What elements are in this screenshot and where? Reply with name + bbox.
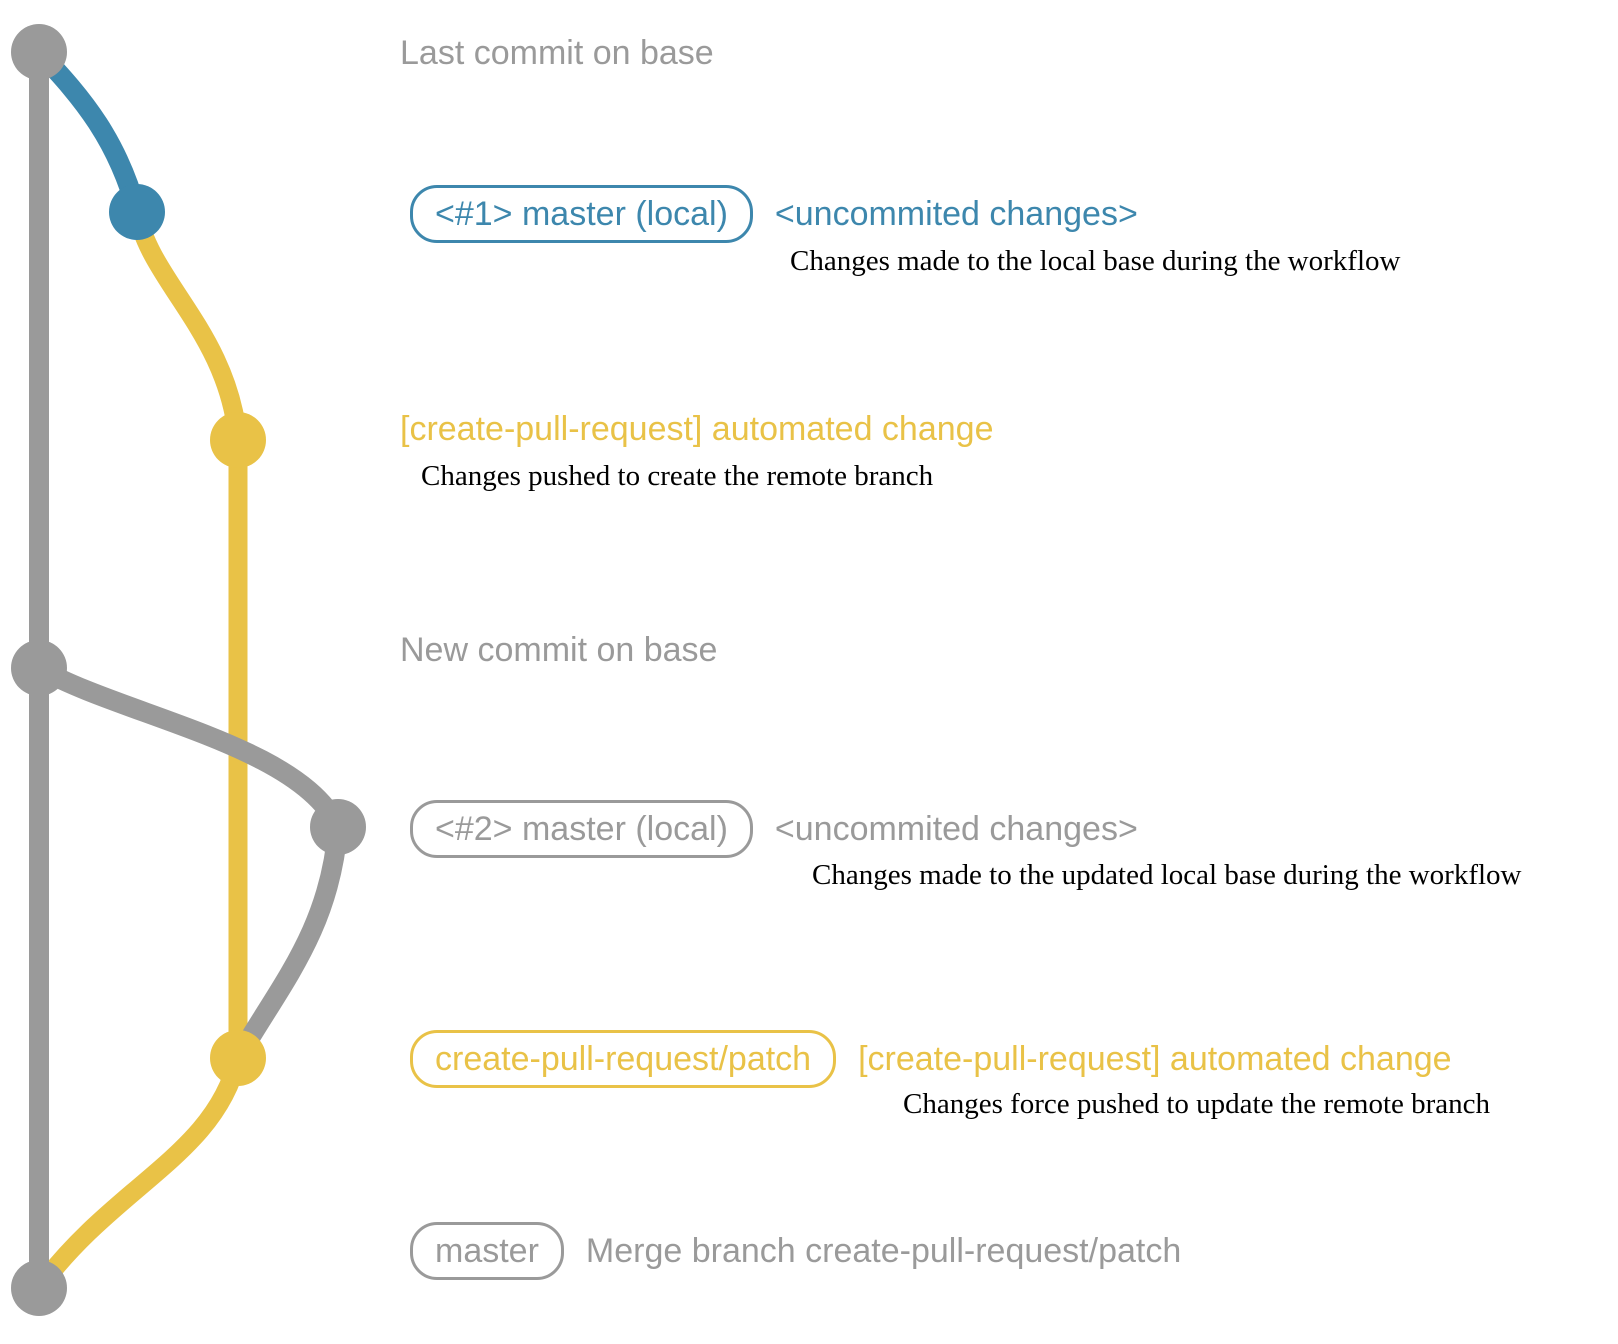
commit-node-uncommitted-1: [109, 184, 165, 240]
commit-message-automated-2: [create-pull-request] automated change: [858, 1040, 1452, 1078]
annotation-row-patch: create-pull-request/patch [create-pull-r…: [410, 1030, 1452, 1088]
patch-branch-curve-top: [127, 209, 248, 441]
commit-message-automated-1: [create-pull-request] automated change: [400, 410, 994, 448]
commit-node-merge: [11, 1260, 67, 1316]
commit-node-last-base: [11, 24, 67, 80]
commit-node-patch-2: [210, 1030, 266, 1086]
branch-badge-master-local-1: <#1> master (local): [410, 185, 753, 243]
description-automated-1: Changes pushed to create the remote bran…: [421, 460, 934, 492]
merge-curve: [31, 1055, 248, 1294]
commit-message-merge: Merge branch create-pull-request/patch: [585, 1232, 1182, 1270]
annotation-row-local-2: <#2> master (local) <uncommited changes>: [410, 800, 1138, 858]
annotation-row-merge: master Merge branch create-pull-request/…: [410, 1222, 1181, 1280]
description-uncommitted-1: Changes made to the local base during th…: [790, 245, 1401, 277]
local-changes-curve-2: [33, 659, 348, 832]
branch-badge-patch: create-pull-request/patch: [410, 1030, 837, 1088]
description-uncommitted-2: Changes made to the updated local base d…: [812, 859, 1522, 891]
annotation-row-local-1: <#1> master (local) <uncommited changes>: [410, 185, 1138, 243]
local-changes-curve-1: [31, 45, 147, 215]
label-new-commit-on-base: New commit on base: [400, 631, 718, 669]
commit-node-new-base: [11, 640, 67, 696]
branch-badge-master: master: [410, 1222, 564, 1280]
commit-message-uncommitted-1: <uncommited changes>: [774, 195, 1138, 233]
commit-node-patch-1: [210, 412, 266, 468]
description-automated-2: Changes force pushed to update the remot…: [903, 1088, 1491, 1120]
commit-node-uncommitted-2: [310, 799, 366, 855]
force-push-curve: [229, 826, 348, 1063]
branch-badge-master-local-2: <#2> master (local): [410, 800, 753, 858]
commit-message-uncommitted-2: <uncommited changes>: [774, 810, 1138, 848]
label-last-commit-on-base: Last commit on base: [400, 34, 714, 72]
